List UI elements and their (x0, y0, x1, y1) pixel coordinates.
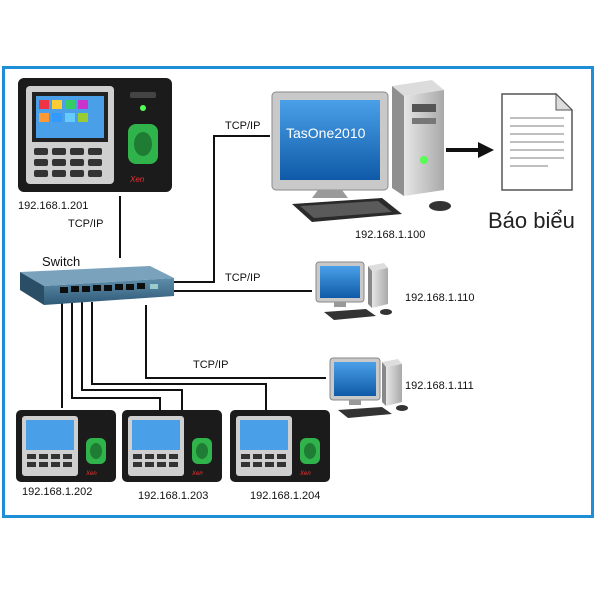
ip-client-111: 192.168.1.111 (405, 380, 474, 392)
switch-label: Switch (42, 254, 81, 269)
terminal-204: Xen (230, 410, 330, 482)
client-computer-111 (329, 357, 408, 418)
ip-terminal-202: 192.168.1.202 (22, 486, 93, 498)
protocol-label-terminal-201: TCP/IP (68, 218, 104, 230)
cables (61, 135, 326, 410)
cable-server (172, 135, 270, 283)
protocol-label-client-110: TCP/IP (225, 272, 261, 284)
report-label: Báo biểu (488, 208, 575, 233)
svg-text:Xen: Xen (129, 175, 145, 184)
server-computer (271, 80, 451, 222)
cable-terminal-203b (81, 302, 183, 410)
svg-text:Xen: Xen (191, 471, 203, 477)
ip-terminal-201: 192.168.1.201 (18, 200, 89, 212)
svg-text:Xen: Xen (85, 471, 97, 477)
ip-terminal-204: 192.168.1.204 (250, 490, 321, 502)
cable-client-111 (145, 305, 326, 379)
ip-server: 192.168.1.100 (355, 229, 426, 241)
client-computer-110 (315, 261, 392, 320)
svg-text:Xen: Xen (299, 471, 311, 477)
server-screen-text: TasOne2010 (286, 125, 366, 141)
report-document (501, 92, 574, 191)
server-keyboard (292, 198, 451, 222)
terminal-201: Xen (18, 78, 172, 192)
ip-client-110: 192.168.1.110 (405, 292, 475, 304)
ip-terminal-203: 192.168.1.203 (138, 490, 209, 502)
cable-terminal-204 (91, 302, 267, 410)
terminal-203: Xen (122, 410, 222, 482)
cable-terminal-203a (71, 302, 161, 410)
server-monitor (271, 91, 389, 198)
arrow-to-report (446, 142, 494, 158)
protocol-label-client-111: TCP/IP (193, 359, 229, 371)
protocol-label-server: TCP/IP (225, 120, 261, 132)
server-tower (392, 80, 444, 196)
terminal-202: Xen (16, 410, 116, 482)
switch-device (20, 266, 174, 305)
